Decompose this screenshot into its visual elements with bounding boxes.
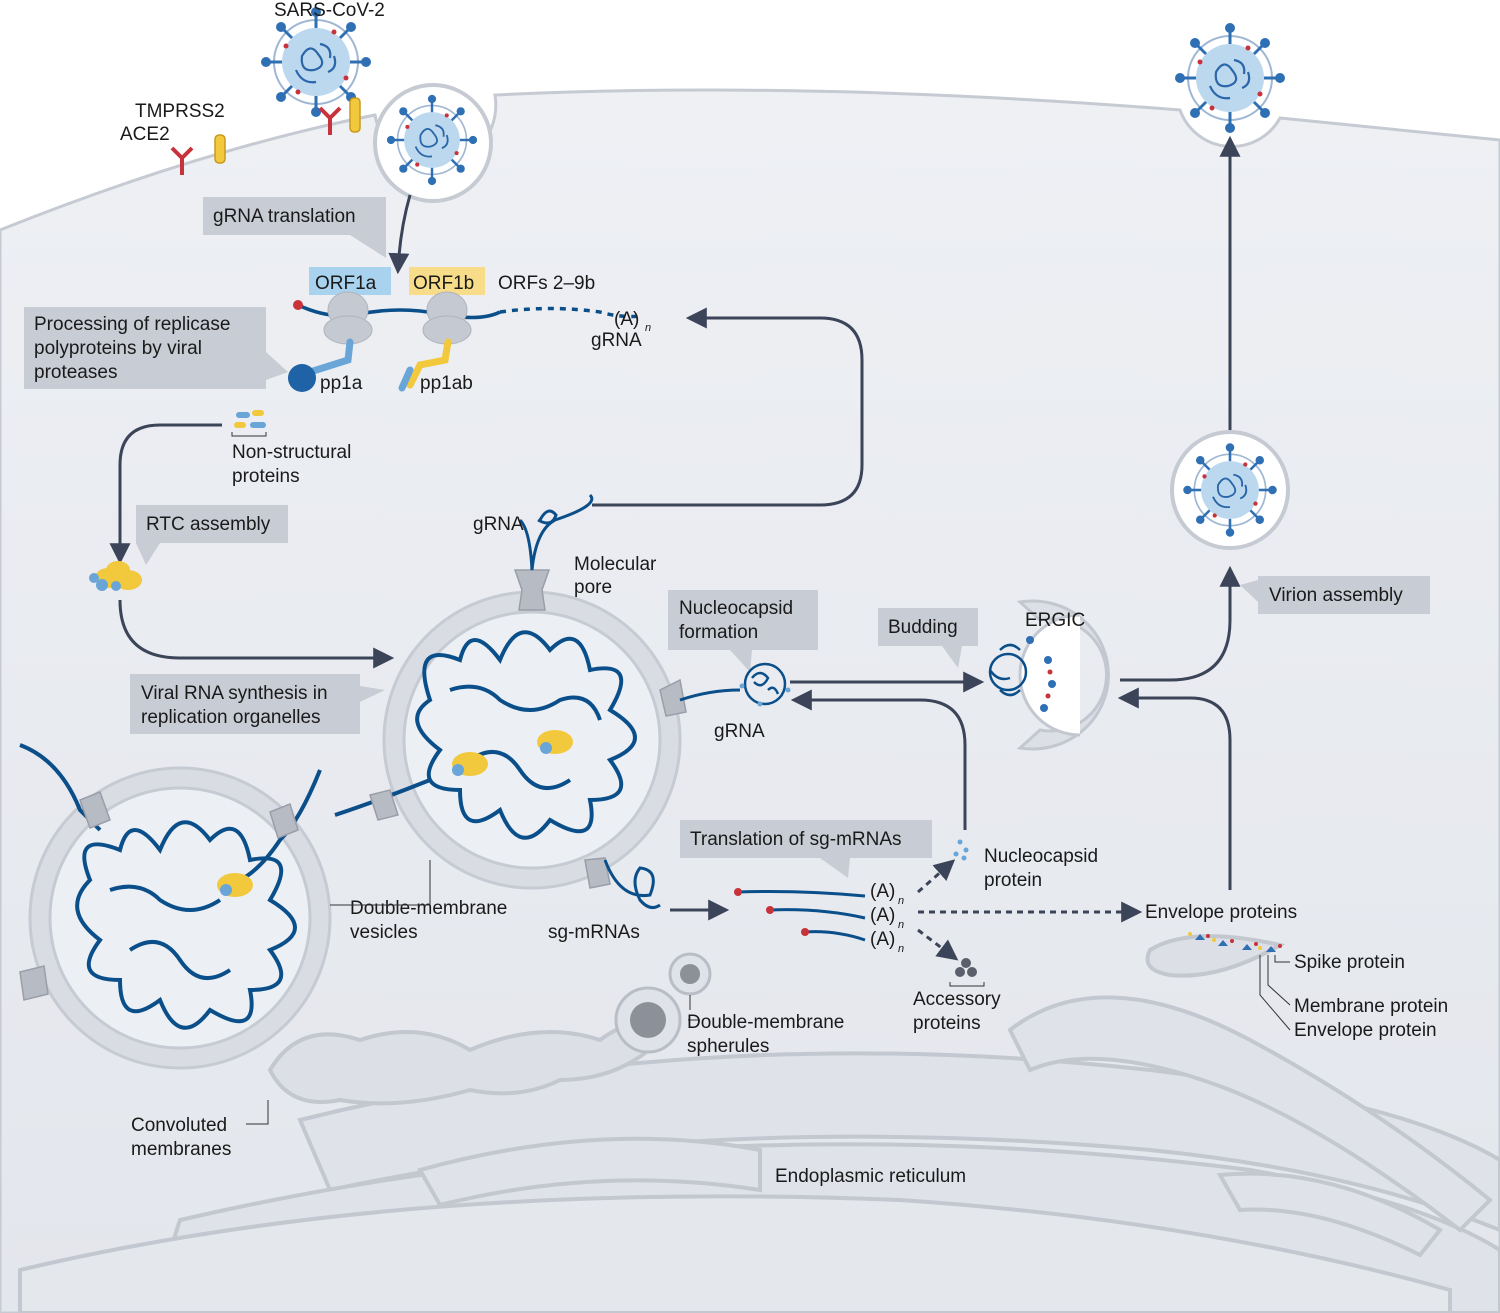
dmv-leader-2 — [345, 860, 431, 906]
svg-text:Spike protein: Spike protein — [1294, 952, 1405, 973]
sg-mrna-exit-strand — [603, 859, 661, 910]
svg-text:Virion assembly: Virion assembly — [1269, 585, 1403, 606]
rtc-assembly-box: RTC assembly — [136, 505, 288, 565]
svg-text:Double-membrane: Double-membrane — [350, 898, 507, 919]
svg-text:formation: formation — [679, 622, 758, 643]
spike-leader — [1274, 955, 1290, 963]
pp1a-label: pp1a — [320, 373, 363, 394]
svg-text:proteins: proteins — [913, 1013, 981, 1034]
accessory-proteins-icon — [949, 958, 985, 987]
nsp-to-rtc-arrow — [109, 423, 222, 565]
svg-text:Nucleocapsid: Nucleocapsid — [679, 598, 793, 619]
svg-text:polyproteins by viral: polyproteins by viral — [34, 338, 202, 359]
rtc-complex-icon — [89, 561, 142, 591]
nucleocapsid-protein-to-nc-arrow — [790, 689, 967, 830]
pp1ab-label: pp1ab — [420, 373, 473, 394]
nucleocapsid-formation-box: Nucleocapsid formation — [668, 590, 818, 672]
non-structural-proteins-icon — [231, 410, 267, 437]
poly-a-label: (A) — [614, 309, 639, 330]
svg-text:Budding: Budding — [888, 617, 958, 638]
svg-text:Translation of sg-mRNAs: Translation of sg-mRNAs — [690, 829, 902, 850]
orfs-2-9b-label: ORFs 2–9b — [498, 273, 595, 294]
molecular-pore-left-icon — [19, 791, 299, 1001]
grna-translation-box: gRNA translation — [203, 197, 386, 258]
envelope-leader — [1259, 955, 1291, 1031]
endoplasmic-reticulum — [18, 995, 1500, 1313]
tmprss2-protease-icon — [214, 97, 361, 164]
envelope-proteins-label: Envelope proteins — [1145, 902, 1297, 923]
svg-text:Molecular: Molecular — [574, 554, 657, 575]
svg-text:Non-structural: Non-structural — [232, 442, 351, 463]
virus-label: SARS-CoV-2 — [274, 0, 385, 21]
svg-text:Accessory: Accessory — [913, 989, 1001, 1010]
envelope-to-ergic-arrow — [1117, 687, 1232, 890]
grna-translation-text: gRNA translation — [213, 206, 356, 227]
svg-text:ORF1b: ORF1b — [413, 273, 474, 294]
svg-text:pore: pore — [574, 577, 612, 598]
released-virion — [1173, 21, 1287, 135]
svg-text:vesicles: vesicles — [350, 922, 418, 943]
convoluted-leader — [246, 1100, 269, 1125]
svg-text:Nucleocapsid: Nucleocapsid — [984, 846, 1098, 867]
ergic-to-assembly-arrow — [1120, 565, 1241, 682]
structural-proteins-icon — [1188, 932, 1282, 952]
ace2-label: ACE2 — [120, 124, 170, 145]
rtc-to-do-arrow — [118, 599, 395, 669]
svg-text:Double-membrane: Double-membrane — [687, 1012, 844, 1033]
svg-text:Viral RNA synthesis in: Viral RNA synthesis in — [141, 683, 328, 704]
replication-organelle-left — [19, 743, 332, 1070]
ace2-receptor-icon — [170, 106, 342, 175]
nucleocapsid-protein-icon — [953, 839, 969, 861]
poly-a-2: (A) — [870, 905, 895, 926]
svg-text:protein: protein — [984, 870, 1042, 891]
poly-a-1: (A) — [870, 881, 895, 902]
svg-text:spherules: spherules — [687, 1036, 769, 1057]
svg-text:Envelope protein: Envelope protein — [1294, 1020, 1437, 1041]
grna-label-nc: gRNA — [714, 721, 765, 742]
svg-text:membranes: membranes — [131, 1139, 231, 1160]
svg-text:ORF1a: ORF1a — [315, 273, 377, 294]
grna-loop-icon — [537, 509, 558, 525]
tmprss2-label: TMPRSS2 — [135, 101, 225, 122]
budding-box: Budding — [878, 608, 978, 668]
ergic-label: ERGIC — [1025, 610, 1085, 631]
double-membrane-spherules — [614, 952, 712, 1054]
svg-text:n: n — [645, 322, 651, 334]
svg-text:Membrane protein: Membrane protein — [1294, 996, 1448, 1017]
svg-text:n: n — [898, 895, 904, 907]
svg-text:n: n — [898, 919, 904, 931]
svg-text:RTC assembly: RTC assembly — [146, 514, 271, 535]
entry-arrow — [388, 194, 412, 275]
to-accessory-proteins-arrow — [917, 928, 959, 961]
sg-mrna-strands — [734, 888, 866, 942]
svg-text:replication organelles: replication organelles — [141, 707, 321, 728]
grna-label-pore: gRNA — [473, 514, 524, 535]
svg-text:proteins: proteins — [232, 466, 300, 487]
grna-label-top: gRNA — [591, 330, 642, 351]
assembled-virion-vesicle — [1170, 430, 1290, 550]
ergic-compartment — [988, 599, 1110, 751]
svg-text:Processing of replicase: Processing of replicase — [34, 314, 230, 335]
er-label: Endoplasmic reticulum — [775, 1166, 966, 1187]
svg-text:n: n — [898, 943, 904, 955]
translation-sg-mrnas-box: Translation of sg-mRNAs — [680, 820, 932, 878]
membrane-leader — [1267, 955, 1291, 1006]
orf1b-tag: ORF1b — [409, 267, 485, 295]
nucleocapsid-icon — [679, 662, 791, 707]
virion-assembly-box: Virion assembly — [1240, 576, 1430, 614]
replication-organelle-main — [334, 590, 682, 890]
viral-rna-synthesis-box: Viral RNA synthesis in replication organ… — [130, 674, 385, 734]
orf1a-tag: ORF1a — [309, 267, 391, 295]
grna-return-arrow — [592, 307, 864, 507]
to-nucleocapsid-protein-arrow — [917, 859, 956, 894]
svg-text:Convoluted: Convoluted — [131, 1115, 227, 1136]
processing-box: Processing of replicase polyproteins by … — [24, 307, 288, 389]
endosome — [373, 83, 493, 203]
poly-a-3: (A) — [870, 929, 895, 950]
genomic-rna-translation — [288, 291, 641, 392]
molecular-pore-icon — [369, 569, 687, 889]
sg-mrnas-label: sg-mRNAs — [548, 922, 640, 943]
svg-text:proteases: proteases — [34, 362, 117, 383]
